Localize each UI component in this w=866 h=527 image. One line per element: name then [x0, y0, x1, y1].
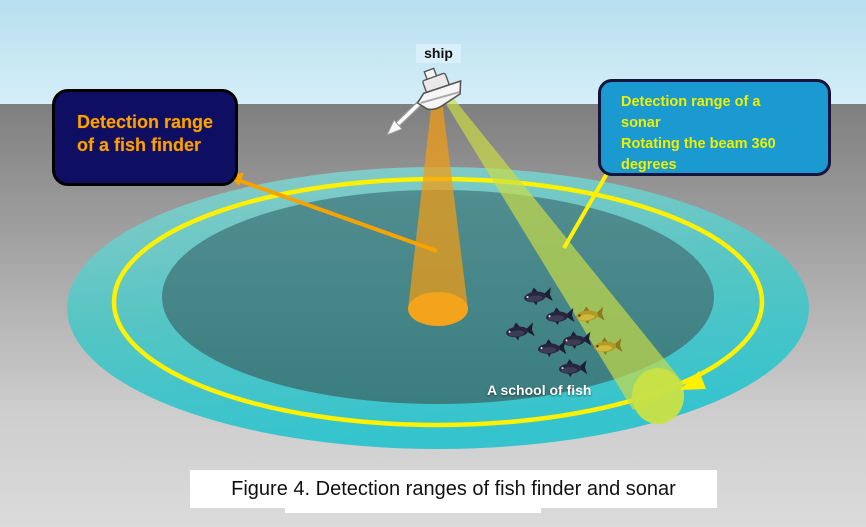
sonar-callout-text-line2: sonar [621, 115, 661, 131]
fish-finder-callout: Detection range of a fish finder [52, 89, 238, 186]
sonar-callout-text-line4: degrees [621, 157, 677, 173]
ship-label: ship [416, 44, 461, 63]
caption-substrip [285, 505, 541, 513]
fish-finder-beam-spot [408, 292, 468, 326]
fish-finder-callout-text-line2: of a fish finder [77, 135, 202, 155]
ship-icon [416, 67, 462, 111]
fish-school-label: A school of fish [487, 382, 592, 398]
sonar-callout: Detection range of a sonar Rotating the … [598, 79, 831, 176]
sonar-callout-text-line1: Detection range of a [621, 94, 761, 110]
fish-finder-beam-cone [408, 92, 468, 309]
sonar-beam [440, 94, 686, 410]
fish-finder-callout-line [234, 177, 438, 253]
sonar-callout-line [562, 169, 611, 249]
sonar-callout-text-line3: Rotating the beam 360 [621, 136, 776, 152]
sonar-beam-spot [632, 368, 684, 424]
fish-finder-callout-text-line1: Detection range [77, 112, 214, 132]
rotation-arrow-head [680, 371, 706, 390]
figure-caption: Figure 4. Detection ranges of fish finde… [190, 470, 717, 508]
